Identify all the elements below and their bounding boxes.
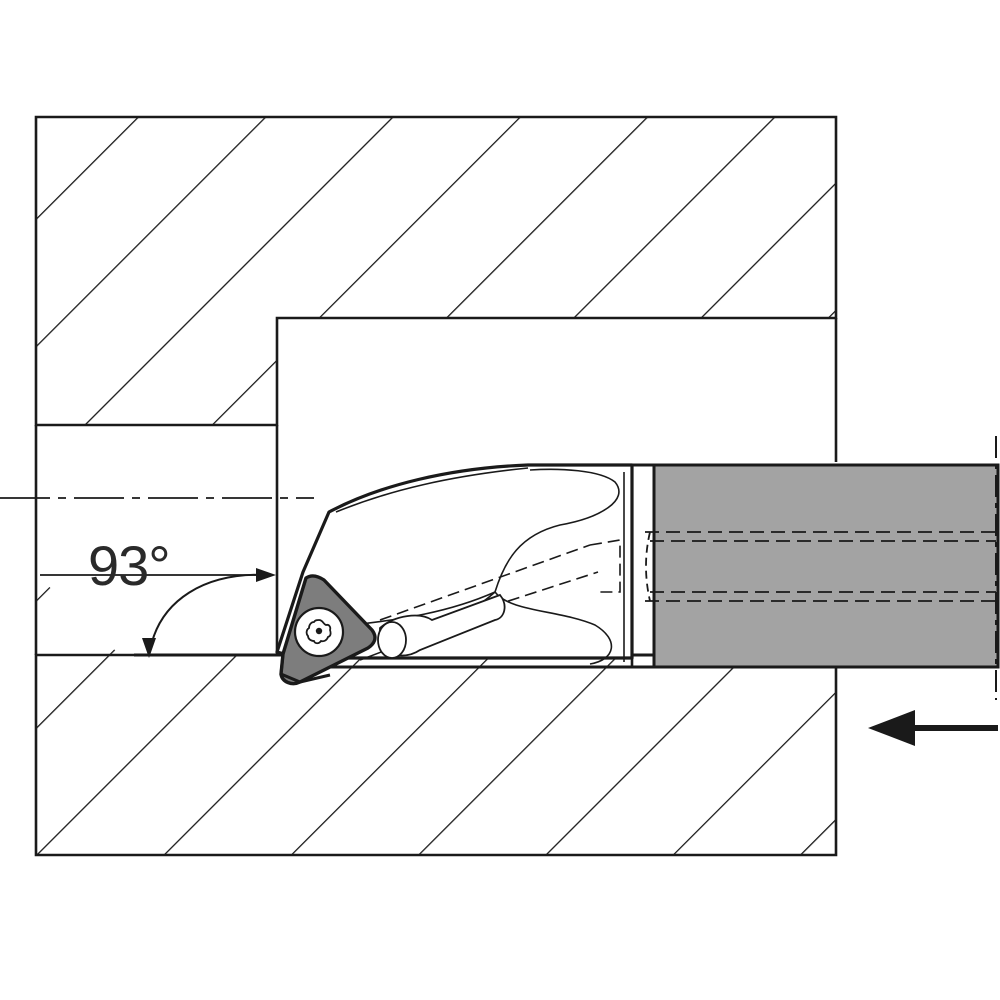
angle-arrowhead-bottom bbox=[142, 638, 156, 658]
tool-head-body bbox=[275, 463, 634, 660]
head-contour-upper bbox=[494, 468, 620, 593]
tool-head bbox=[275, 463, 654, 669]
cutting-insert bbox=[276, 574, 377, 686]
workpiece-hatched-section bbox=[36, 117, 836, 855]
angle-arc bbox=[149, 573, 269, 651]
angle-arrowhead-top bbox=[256, 568, 276, 582]
insert-tip bbox=[276, 650, 331, 684]
angle-dimension: 93° bbox=[40, 534, 276, 658]
tool-shank bbox=[645, 436, 1000, 700]
feed-arrow-head bbox=[868, 710, 915, 746]
head-contour-lower bbox=[494, 591, 613, 665]
arrow-left-icon bbox=[868, 710, 998, 746]
torx-center bbox=[315, 627, 323, 635]
angle-label: 93° bbox=[88, 534, 170, 597]
coolant-hole-end bbox=[645, 531, 651, 602]
clamp-screw-head bbox=[377, 621, 407, 659]
shank-body bbox=[652, 463, 1000, 669]
head-contour-front bbox=[335, 467, 529, 513]
